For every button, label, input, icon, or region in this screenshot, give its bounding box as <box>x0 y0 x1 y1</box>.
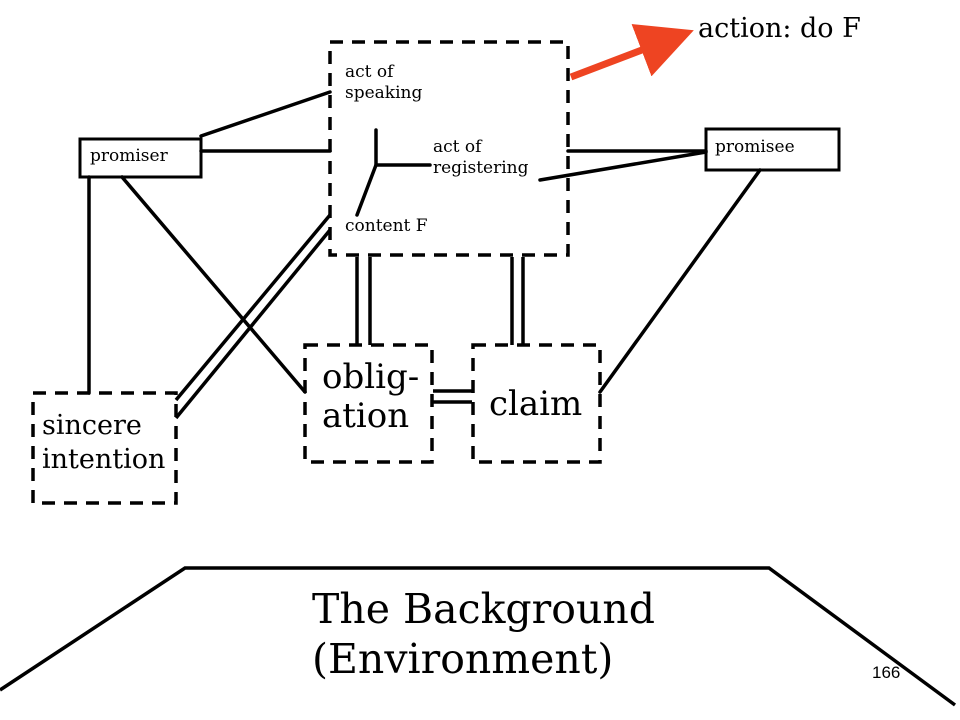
act-of-registering-label: act of registering <box>433 137 529 180</box>
page-number: 166 <box>872 663 901 682</box>
act-of-speaking-line-1: act of <box>345 62 394 82</box>
claim-box <box>471 343 602 464</box>
speech-act-box <box>328 40 570 257</box>
obligation-line-1: oblig- <box>322 357 420 397</box>
act-of-speaking-label: act of speaking <box>345 62 422 105</box>
act-fork-line <box>374 128 432 167</box>
promisee-to-claim-line <box>598 168 762 394</box>
registering-to-promisee-line <box>538 150 708 182</box>
background-label: The Background (Environment) <box>312 584 655 684</box>
act-of-registering-line-1: act of <box>433 137 482 157</box>
promiser-to-obligation-line <box>120 175 307 394</box>
act-of-registering-line-2: registering <box>433 158 529 179</box>
connector-lines <box>87 90 762 395</box>
promiser-box <box>78 137 203 179</box>
content-label: content F <box>345 216 428 236</box>
promiser-to-speaking-line <box>199 90 332 138</box>
promisee-box <box>704 127 841 172</box>
sincere-intention-line-2: intention <box>42 443 166 475</box>
claim-label: claim <box>489 384 583 424</box>
obligation-box <box>303 343 434 464</box>
sincere-intention-label: sincere intention <box>42 409 165 477</box>
sincere-intention-line-1: sincere <box>42 410 142 441</box>
promiser-label: promiser <box>90 146 168 166</box>
obligation-label: oblig- ation <box>322 357 420 437</box>
act-of-speaking-line-2: speaking <box>345 83 423 104</box>
background-line-1: The Background <box>312 585 656 633</box>
act-fork-stem <box>355 163 378 217</box>
background-line-2: (Environment) <box>312 635 614 684</box>
double-connector-lines <box>174 213 525 420</box>
action-arrow <box>569 24 694 81</box>
obligation-line-2: ation <box>322 396 410 437</box>
background-trapezoid <box>0 566 957 707</box>
sincere-intention-box <box>31 391 178 505</box>
action-label: action: do F <box>698 13 861 44</box>
promisee-label: promisee <box>715 137 795 157</box>
